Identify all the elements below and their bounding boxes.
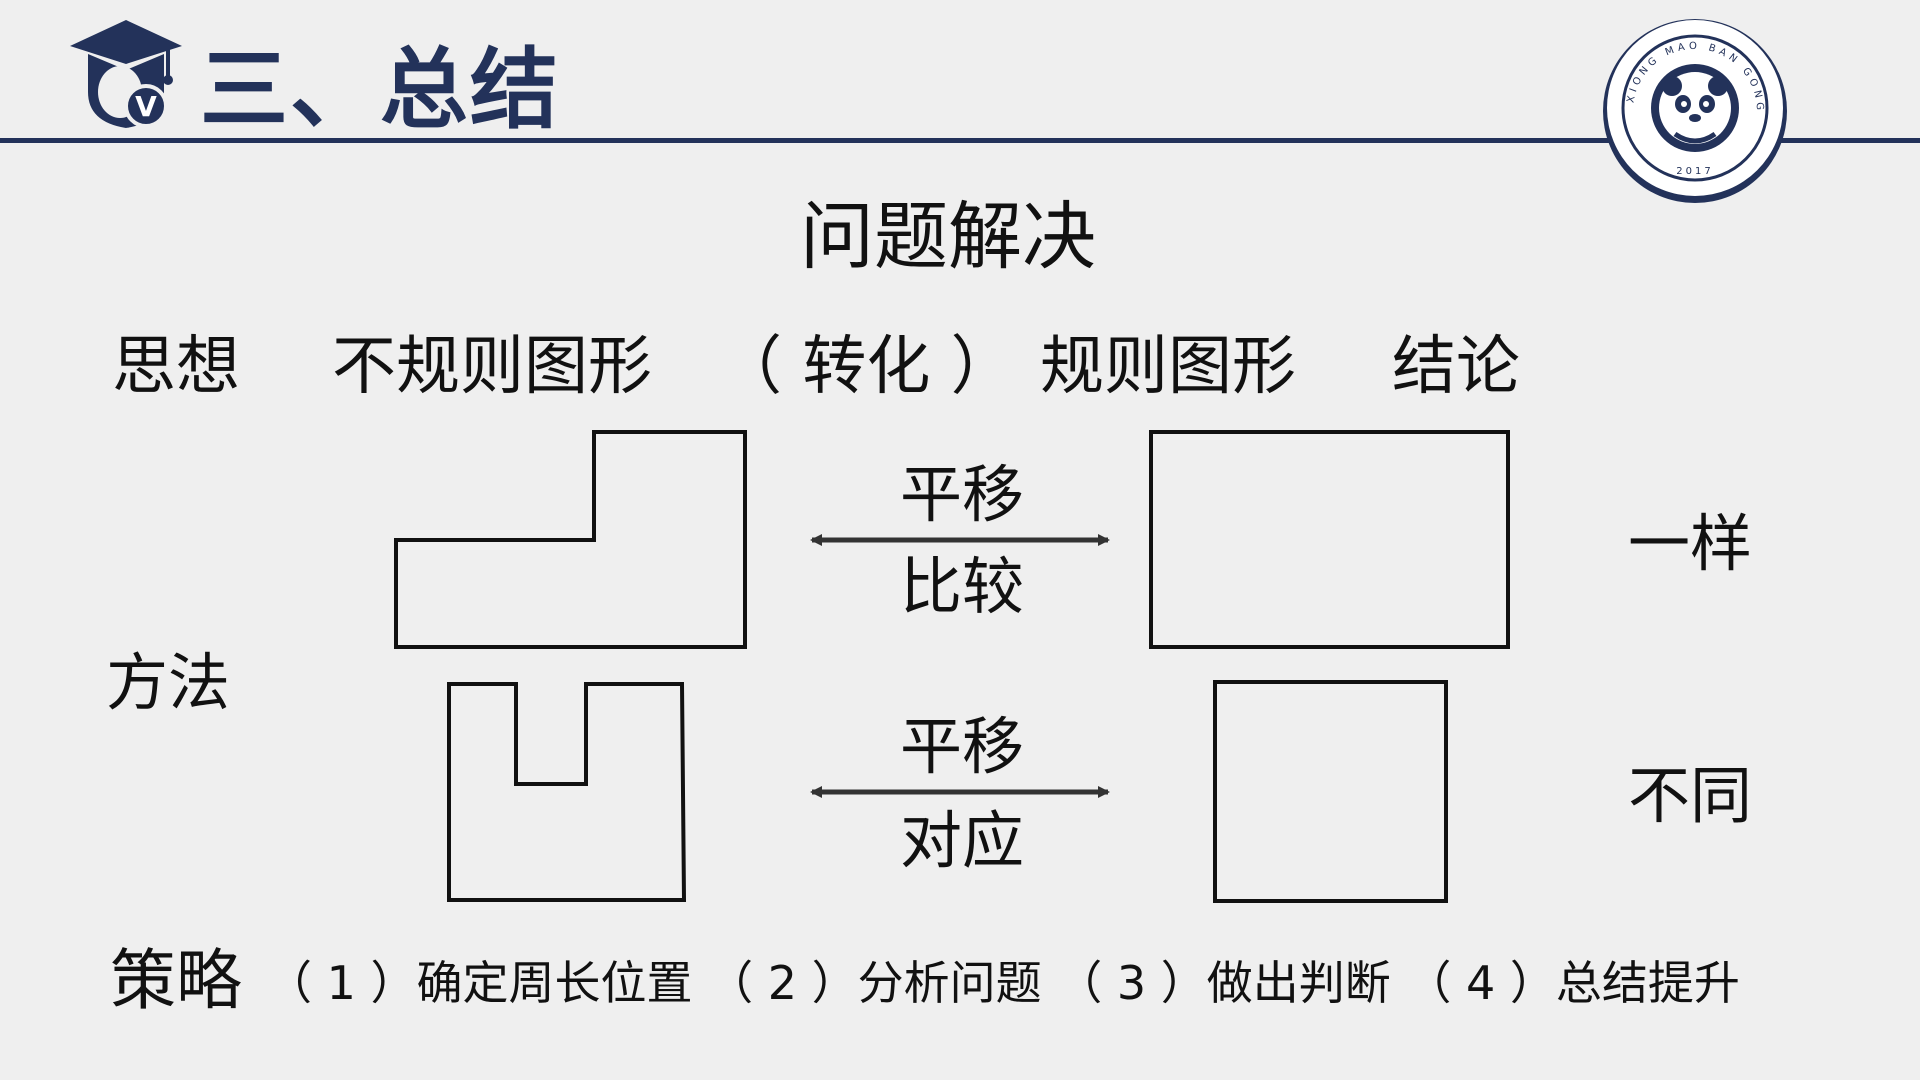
label-method: 方法 xyxy=(106,646,231,719)
svg-text:V: V xyxy=(135,90,157,123)
op-correspond: 对应 xyxy=(900,804,1025,877)
graduation-cap-icon: V xyxy=(70,20,182,128)
op-translate-row-2: 平移 xyxy=(900,710,1025,783)
regular-square xyxy=(1213,680,1448,903)
header-irregular-shape: 不规则图形 xyxy=(332,330,652,404)
label-strategy: 策略 xyxy=(110,942,242,1019)
irregular-l-shape xyxy=(394,430,747,649)
slide-title: 三、总结 xyxy=(200,38,561,141)
op-compare: 比较 xyxy=(900,550,1025,623)
strategy-step-2: （ 2 ）分析问题 xyxy=(707,956,1042,1010)
regular-rectangle xyxy=(1149,430,1510,649)
strategy-step-1: （ 1 ）确定周长位置 xyxy=(266,956,693,1010)
conclusion-different: 不同 xyxy=(1628,759,1753,832)
conclusion-same: 一样 xyxy=(1628,507,1753,580)
header-transform: （ 转化 ） xyxy=(718,330,1015,404)
strategy-step-3: （ 3 ）做出判断 xyxy=(1056,956,1391,1010)
subtitle: 问题解决 xyxy=(800,194,1096,280)
badge-year: 2017 xyxy=(1676,166,1713,177)
header-regular-shape: 规则图形 xyxy=(1040,330,1296,404)
panda-logo-badge: XIONG MAO BAN GONG 2017 xyxy=(1603,19,1787,203)
strategy-line: 策略（ 1 ）确定周长位置 （ 2 ）分析问题 （ 3 ）做出判断 （ 4 ）总… xyxy=(110,948,1740,1014)
label-thinking: 思想 xyxy=(112,330,240,404)
op-translate-row-1: 平移 xyxy=(900,458,1025,531)
title-underline xyxy=(0,138,1920,143)
strategy-step-4: （ 4 ）总结提升 xyxy=(1405,956,1740,1010)
irregular-u-shape xyxy=(447,682,687,902)
header-conclusion: 结论 xyxy=(1392,330,1520,404)
